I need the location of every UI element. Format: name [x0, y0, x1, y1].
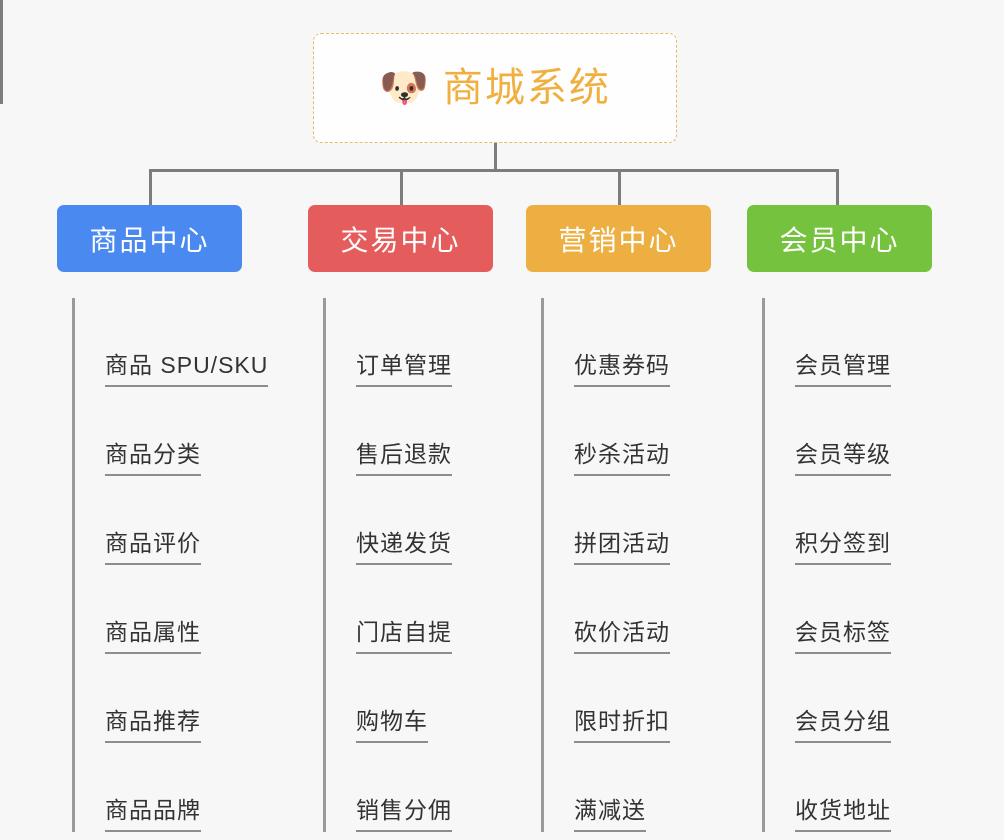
branch-member-center: 会员中心 会员管理 会员等级 积分签到 会员标签 会员分组 收货地址	[747, 205, 932, 832]
leaf-label: 商品属性	[105, 619, 201, 654]
list-item[interactable]: 会员分组	[765, 654, 932, 743]
root-node-shopping-mall-system[interactable]: 🐶 商城系统	[313, 33, 677, 143]
connector-under-branch-3	[0, 52, 3, 78]
list-item[interactable]: 积分签到	[765, 476, 932, 565]
branch-header-member-center[interactable]: 会员中心	[747, 205, 932, 272]
leaf-label: 商品评价	[105, 530, 201, 565]
branch-items-product-center: 商品 SPU/SKU 商品分类 商品评价 商品属性 商品推荐 商品品牌	[72, 298, 269, 832]
branch-transaction-center: 交易中心 订单管理 售后退款 快递发货 门店自提 购物车 销售分佣	[308, 205, 493, 832]
list-item[interactable]: 秒杀活动	[544, 387, 711, 476]
leaf-label: 会员管理	[795, 352, 891, 387]
connector-drop-branch-4	[836, 169, 839, 206]
branch-header-label: 营销中心	[558, 224, 679, 256]
leaf-label: 购物车	[356, 708, 428, 743]
leaf-label: 优惠券码	[574, 352, 670, 387]
list-item[interactable]: 商品推荐	[75, 654, 268, 743]
list-item[interactable]: 商品评价	[75, 476, 268, 565]
list-item[interactable]: 商品品牌	[75, 743, 268, 832]
leaf-label: 会员分组	[795, 708, 891, 743]
branch-marketing-center: 营销中心 优惠券码 秒杀活动 拼团活动 砍价活动 限时折扣 满减送	[526, 205, 711, 832]
leaf-label: 商品品牌	[105, 797, 201, 832]
branch-header-product-center[interactable]: 商品中心	[57, 205, 242, 272]
leaf-label: 收货地址	[795, 797, 891, 832]
list-item[interactable]: 快递发货	[326, 476, 493, 565]
branch-product-center: 商品中心 商品 SPU/SKU 商品分类 商品评价 商品属性 商品推荐 商品品牌	[57, 205, 269, 832]
connector-under-branch-4	[0, 78, 3, 104]
list-item[interactable]: 订单管理	[326, 298, 493, 387]
connector-root-stem	[494, 143, 497, 171]
branch-items-marketing-center: 优惠券码 秒杀活动 拼团活动 砍价活动 限时折扣 满减送	[541, 298, 711, 832]
branch-items-member-center: 会员管理 会员等级 积分签到 会员标签 会员分组 收货地址	[762, 298, 932, 832]
branch-header-transaction-center[interactable]: 交易中心	[308, 205, 493, 272]
leaf-label: 快递发货	[356, 530, 452, 565]
list-item[interactable]: 商品属性	[75, 565, 268, 654]
leaf-label: 会员标签	[795, 619, 891, 654]
branch-header-marketing-center[interactable]: 营销中心	[526, 205, 711, 272]
leaf-label: 商品分类	[105, 441, 201, 476]
list-item[interactable]: 商品 SPU/SKU	[75, 298, 269, 387]
leaf-label: 砍价活动	[574, 619, 670, 654]
branch-header-label: 商品中心	[89, 224, 210, 256]
connector-drop-branch-1	[149, 169, 152, 206]
connector-drop-branch-2	[400, 169, 403, 206]
leaf-label: 拼团活动	[574, 530, 670, 565]
leaf-label: 秒杀活动	[574, 441, 670, 476]
connector-under-branch-1	[0, 0, 3, 26]
list-item[interactable]: 限时折扣	[544, 654, 711, 743]
list-item[interactable]: 会员标签	[765, 565, 932, 654]
leaf-label: 商品推荐	[105, 708, 201, 743]
list-item[interactable]: 砍价活动	[544, 565, 711, 654]
leaf-label: 积分签到	[795, 530, 891, 565]
branch-header-label: 交易中心	[340, 224, 461, 256]
connector-under-branch-2	[0, 26, 3, 52]
list-item[interactable]: 商品分类	[75, 387, 268, 476]
connector-horizontal-bus	[149, 169, 836, 172]
leaf-label: 满减送	[574, 797, 646, 832]
branch-header-label: 会员中心	[779, 224, 900, 256]
list-item[interactable]: 收货地址	[765, 743, 932, 832]
leaf-label: 门店自提	[356, 619, 452, 654]
leaf-label: 订单管理	[356, 352, 452, 387]
leaf-label: 限时折扣	[574, 708, 670, 743]
list-item[interactable]: 售后退款	[326, 387, 493, 476]
list-item[interactable]: 会员等级	[765, 387, 932, 476]
connector-drop-branch-3	[618, 169, 621, 206]
list-item[interactable]: 销售分佣	[326, 743, 493, 832]
leaf-label: 会员等级	[795, 441, 891, 476]
list-item[interactable]: 拼团活动	[544, 476, 711, 565]
leaf-label: 商品 SPU/SKU	[105, 352, 269, 387]
list-item[interactable]: 购物车	[326, 654, 493, 743]
list-item[interactable]: 会员管理	[765, 298, 932, 387]
root-node-title: 商城系统	[442, 66, 611, 110]
dog-face-icon: 🐶	[379, 66, 429, 110]
leaf-label: 售后退款	[356, 441, 452, 476]
leaf-label: 销售分佣	[356, 797, 452, 832]
list-item[interactable]: 门店自提	[326, 565, 493, 654]
list-item[interactable]: 满减送	[544, 743, 711, 832]
branch-items-transaction-center: 订单管理 售后退款 快递发货 门店自提 购物车 销售分佣	[323, 298, 493, 832]
list-item[interactable]: 优惠券码	[544, 298, 711, 387]
